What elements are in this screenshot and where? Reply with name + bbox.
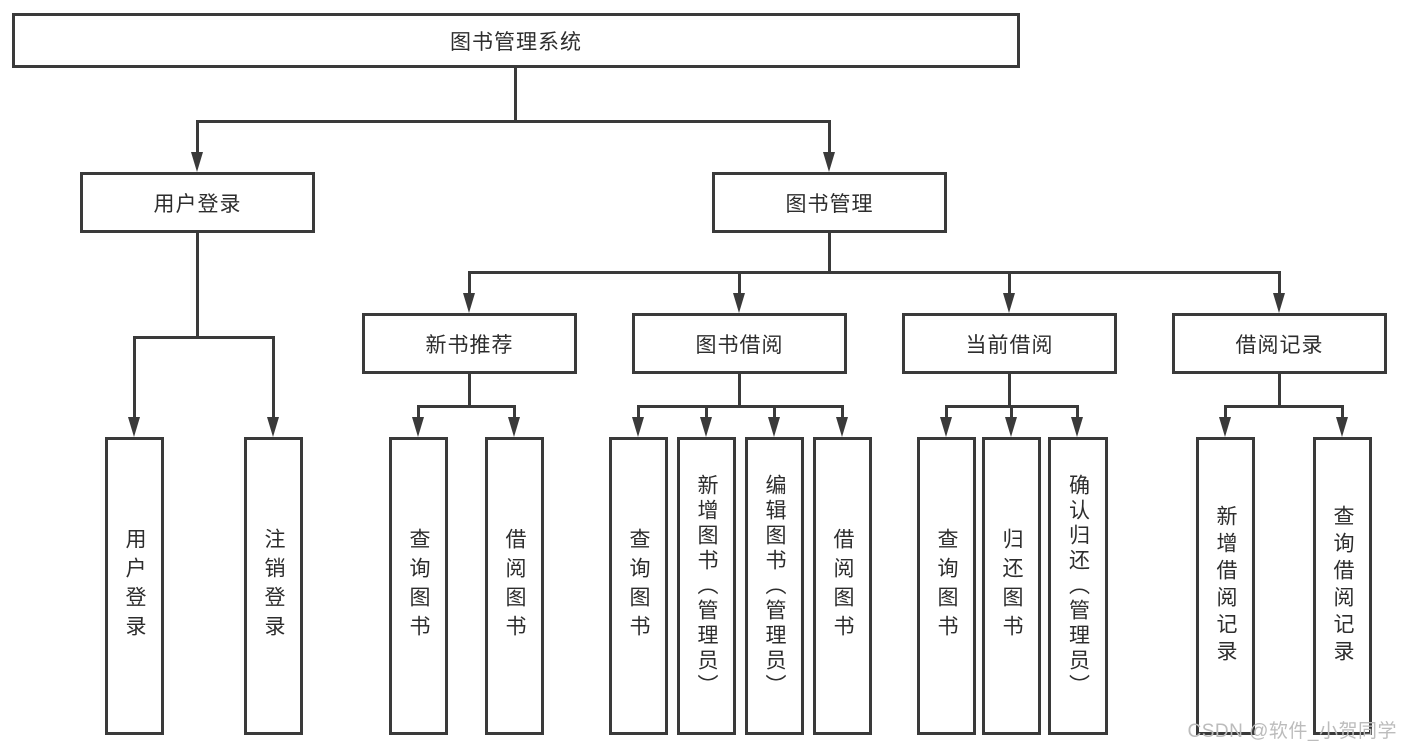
connector-level2-rail [196, 120, 831, 123]
connector-leaf-drop [272, 336, 275, 421]
connector-leaf-drop [133, 336, 136, 421]
connector-leaf-drop [417, 405, 420, 421]
arrowhead-down-icon [632, 417, 644, 437]
leaf-label: 查询图书 [407, 528, 430, 644]
node-borrow-record: 借阅记录 [1172, 313, 1387, 374]
connector-new-book-stem [468, 374, 471, 405]
node-book-borrow-label: 图书借阅 [695, 333, 784, 357]
connector-root-stem [514, 68, 517, 120]
arrowhead-down-icon [823, 152, 835, 172]
connector-book-borrow-stem [738, 374, 741, 405]
node-new-book-recommend: 新书推荐 [362, 313, 577, 374]
arrowhead-down-icon [1219, 417, 1231, 437]
csdn-watermark: CSDN @软件_小贺同学 [1187, 721, 1397, 742]
connector-leaf-drop [1341, 405, 1344, 421]
arrowhead-down-icon [1273, 293, 1285, 313]
leaf-edit-books-admin: 编辑图书（管理员） [745, 437, 804, 735]
leaf-label: 借阅图书 [503, 528, 526, 644]
node-user-login-label: 用户登录 [153, 192, 242, 216]
arrowhead-down-icon [508, 417, 520, 437]
leaf-label: 注销登录 [262, 528, 285, 644]
connector-book-mgmt-drop [828, 120, 831, 156]
connector-current-borrow-drop [1008, 271, 1011, 297]
arrowhead-down-icon [733, 293, 745, 313]
leaf-user-login: 用户登录 [105, 437, 164, 735]
node-book-management: 图书管理 [712, 172, 947, 233]
node-root-label: 图书管理系统 [450, 30, 582, 54]
arrowhead-down-icon [768, 417, 780, 437]
arrowhead-down-icon [128, 417, 140, 437]
node-current-borrow-label: 当前借阅 [965, 333, 1054, 357]
leaf-query-books-current: 查询图书 [917, 437, 976, 735]
leaf-label: 编辑图书（管理员） [763, 473, 786, 699]
connector-level3-rail [468, 271, 1281, 274]
leaf-label: 确认归还（管理员） [1066, 473, 1090, 699]
connector-leaf-drop [1010, 405, 1013, 421]
arrowhead-down-icon [1005, 417, 1017, 437]
arrowhead-down-icon [836, 417, 848, 437]
arrowhead-down-icon [1003, 293, 1015, 313]
arrowhead-down-icon [463, 293, 475, 313]
connector-leaf-drop [1224, 405, 1227, 421]
leaf-borrow-books: 借阅图书 [813, 437, 872, 735]
node-new-book-recommend-label: 新书推荐 [425, 333, 514, 357]
leaf-add-books-admin: 新增图书（管理员） [677, 437, 736, 735]
connector-user-login-stem [196, 233, 199, 336]
arrowhead-down-icon [191, 152, 203, 172]
leaf-add-borrow-record: 新增借阅记录 [1196, 437, 1255, 735]
leaf-confirm-return-admin: 确认归还（管理员） [1048, 437, 1108, 735]
arrowhead-down-icon [267, 417, 279, 437]
connector-book-mgmt-stem [828, 233, 831, 271]
leaf-query-borrow-record: 查询借阅记录 [1313, 437, 1372, 735]
node-borrow-record-label: 借阅记录 [1235, 333, 1324, 357]
connector-leaf-drop [705, 405, 708, 421]
leaf-logout: 注销登录 [244, 437, 303, 735]
leaf-label: 用户登录 [123, 528, 146, 644]
leaf-query-books-recommend: 查询图书 [389, 437, 448, 735]
leaf-label: 借阅图书 [831, 528, 854, 644]
connector-current-borrow-stem [1008, 374, 1011, 405]
leaf-return-books: 归还图书 [982, 437, 1041, 735]
leaf-borrow-books-recommend: 借阅图书 [485, 437, 544, 735]
leaf-label: 查询借阅记录 [1331, 505, 1354, 667]
connector-borrow-record-drop [1278, 271, 1281, 297]
connector-leaf-drop [1076, 405, 1079, 421]
leaf-label: 查询图书 [935, 528, 958, 644]
leaf-label: 新增图书（管理员） [695, 473, 718, 699]
node-user-login: 用户登录 [80, 172, 315, 233]
arrowhead-down-icon [940, 417, 952, 437]
leaf-label: 新增借阅记录 [1214, 505, 1237, 667]
connector-book-borrow-rail [637, 405, 844, 408]
connector-borrow-record-rail [1224, 405, 1344, 408]
node-current-borrow: 当前借阅 [902, 313, 1117, 374]
connector-user-login-rail [133, 336, 275, 339]
leaf-label: 查询图书 [627, 528, 650, 644]
arrowhead-down-icon [1071, 417, 1083, 437]
connector-leaf-drop [637, 405, 640, 421]
connector-new-book-rail [417, 405, 516, 408]
connector-leaf-drop [773, 405, 776, 421]
connector-user-login-drop [196, 120, 199, 156]
connector-borrow-record-stem [1278, 374, 1281, 405]
leaf-query-books: 查询图书 [609, 437, 668, 735]
connector-leaf-drop [841, 405, 844, 421]
connector-leaf-drop [513, 405, 516, 421]
arrowhead-down-icon [412, 417, 424, 437]
node-book-borrow: 图书借阅 [632, 313, 847, 374]
node-root-system: 图书管理系统 [12, 13, 1020, 68]
leaf-label: 归还图书 [1000, 528, 1023, 644]
connector-book-borrow-drop [738, 271, 741, 297]
connector-new-book-drop [468, 271, 471, 297]
connector-leaf-drop [945, 405, 948, 421]
arrowhead-down-icon [700, 417, 712, 437]
node-book-management-label: 图书管理 [785, 192, 874, 216]
arrowhead-down-icon [1336, 417, 1348, 437]
